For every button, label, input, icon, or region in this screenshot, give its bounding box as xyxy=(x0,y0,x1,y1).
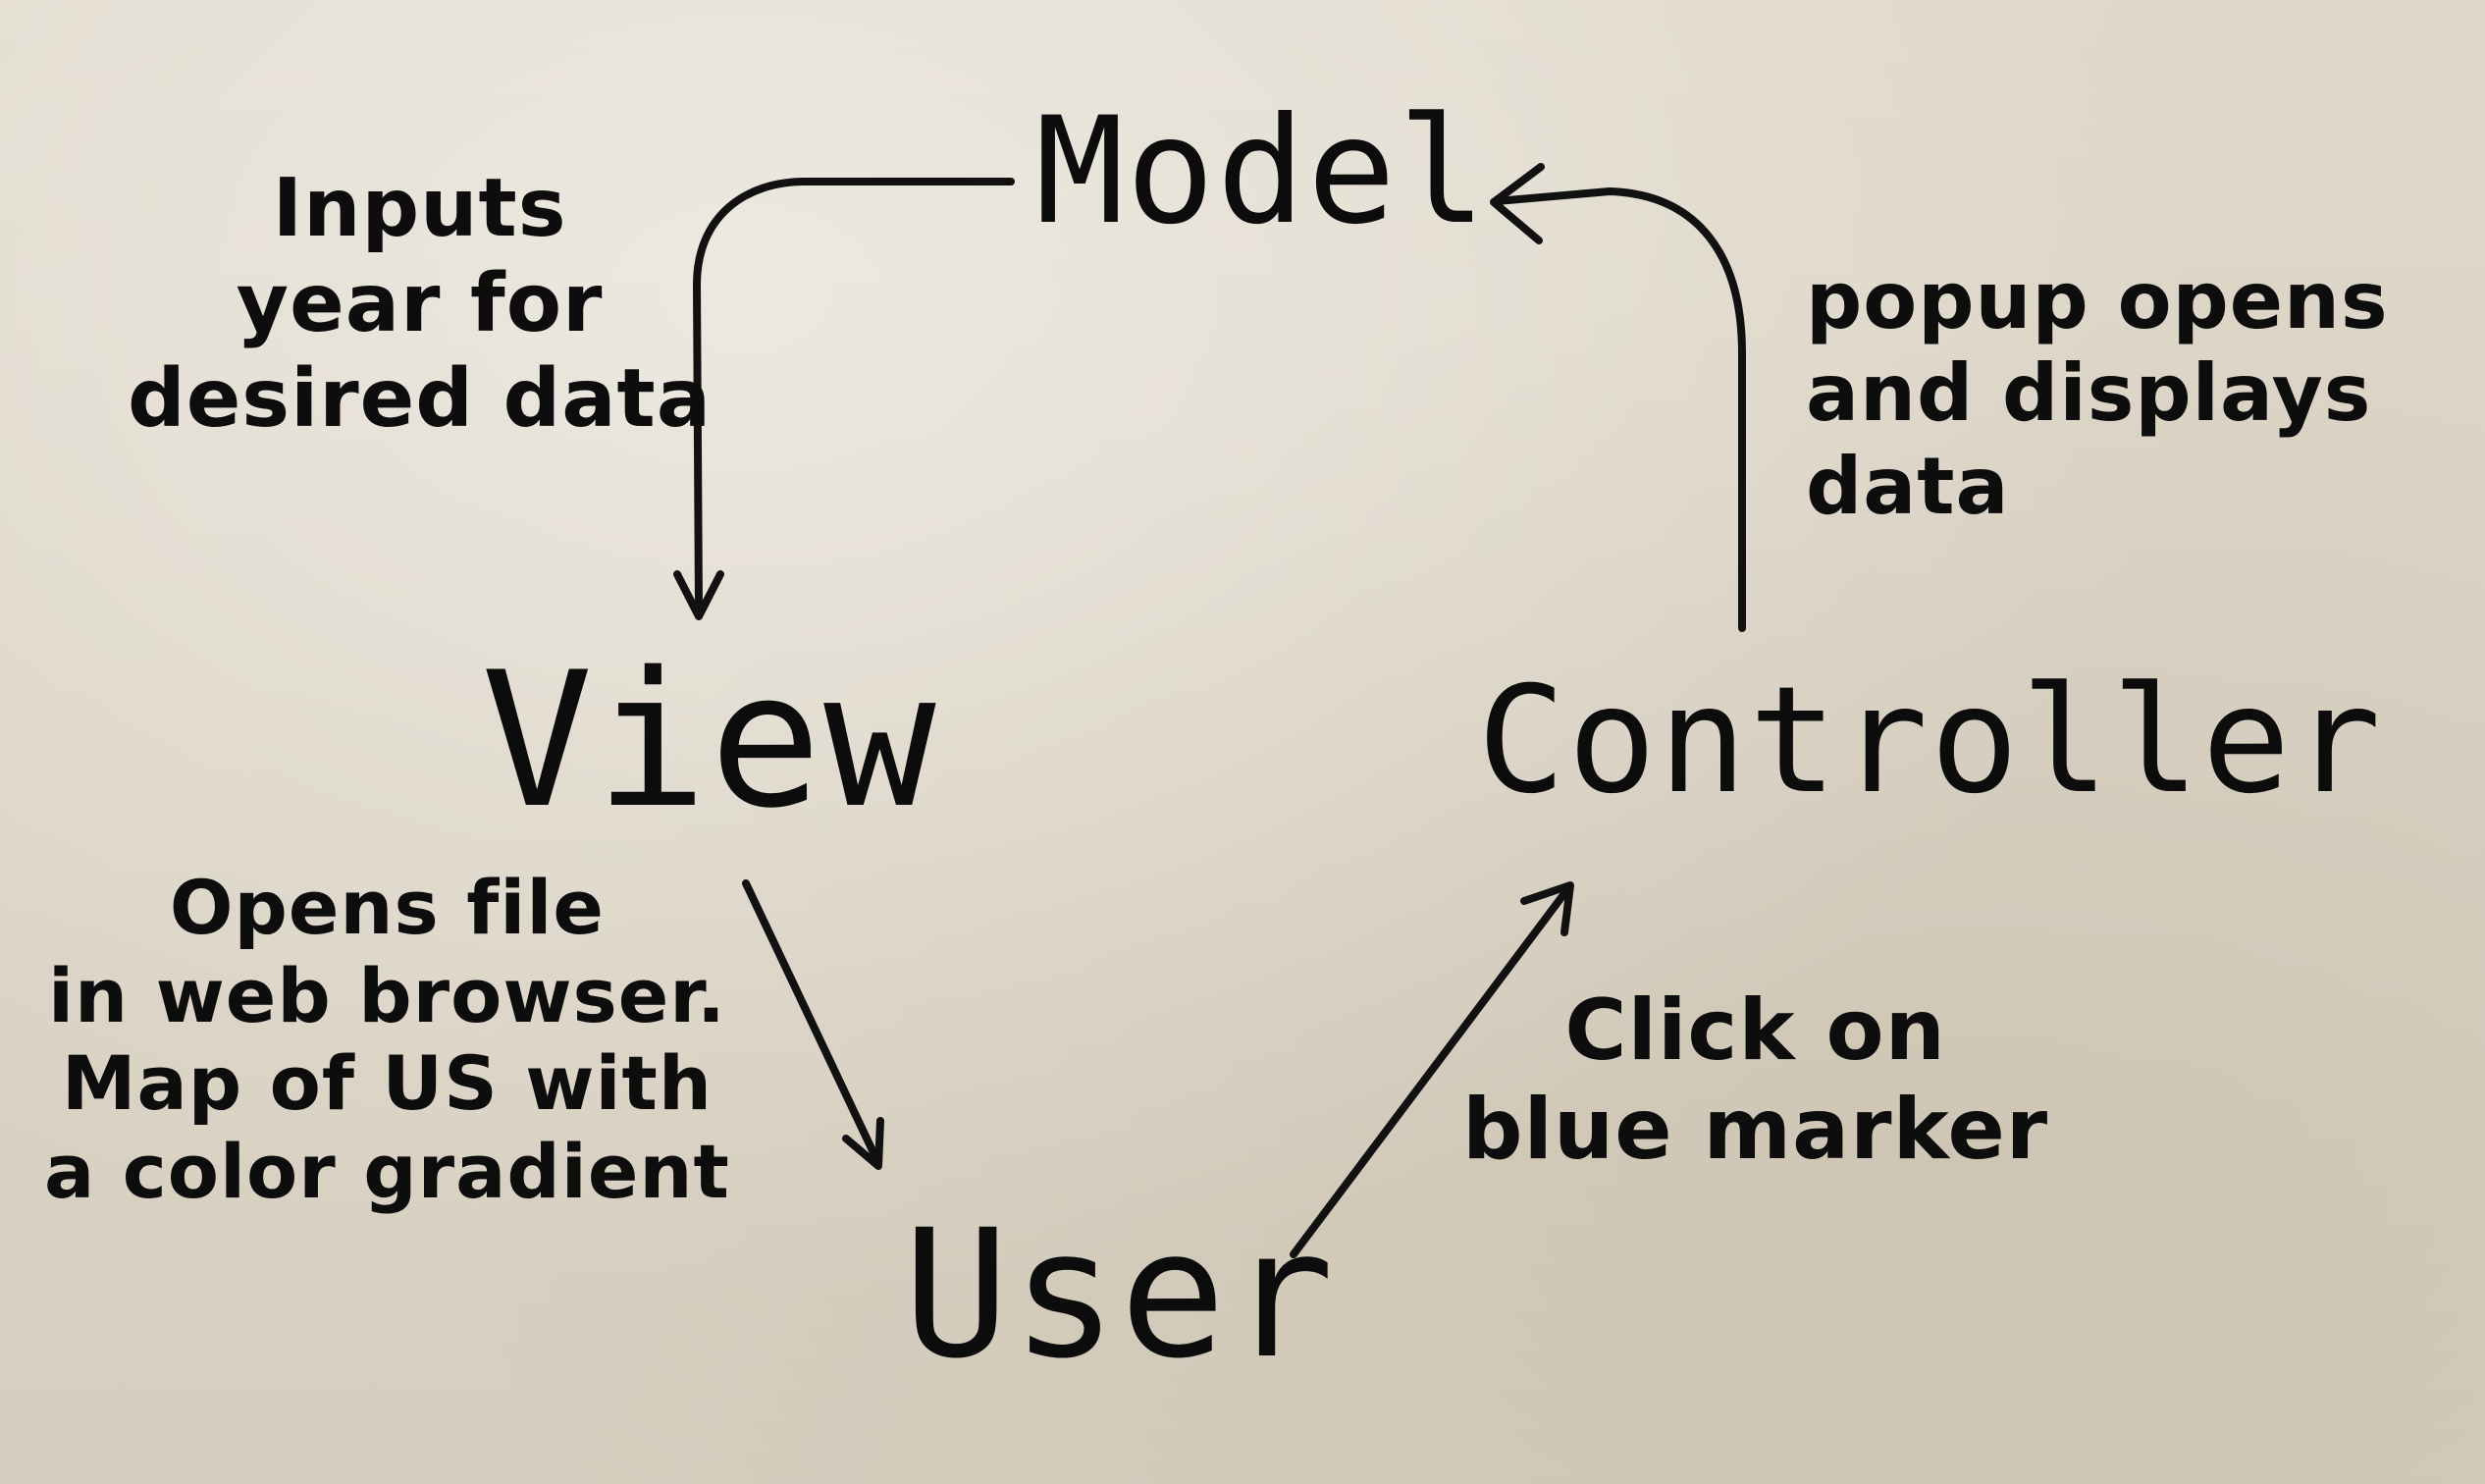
arrowhead-user-to-controller xyxy=(1520,881,1574,936)
arrow-controller-to-model xyxy=(1493,187,1746,632)
node-view: View xyxy=(481,632,938,849)
arrow-user-to-controller xyxy=(1290,884,1572,1258)
node-controller: Controller xyxy=(1477,656,2384,826)
label-line: and displays xyxy=(1806,347,2372,440)
label-line: Click on xyxy=(1564,981,1946,1080)
label-line: Map of US with xyxy=(61,1039,713,1128)
label-line: year for xyxy=(236,256,604,350)
arrow-view-to-user xyxy=(742,879,882,1167)
label-line: popup opens xyxy=(1806,255,2389,346)
label-line: desired data xyxy=(128,351,713,446)
label-line: data xyxy=(1806,440,2010,532)
arrowhead-view-to-user xyxy=(842,1117,884,1170)
label-line: a color gradient xyxy=(44,1128,730,1216)
label-model-to-view: Inputs year for desired data xyxy=(128,162,712,447)
node-user: User xyxy=(903,1192,1337,1398)
arrowhead-controller-to-model xyxy=(1490,163,1545,244)
node-model: Model xyxy=(1035,86,1489,257)
label-line: in web browser. xyxy=(47,951,726,1039)
label-controller-to-model: popup opens and displays data xyxy=(1806,255,2389,533)
label-line: Opens file xyxy=(169,864,605,951)
label-line: Inputs xyxy=(272,162,567,255)
label-user-to-controller: Click on blue marker xyxy=(1462,981,2048,1181)
label-view-to-user: Opens file in web browser. Map of US wit… xyxy=(44,864,730,1216)
label-line: blue marker xyxy=(1462,1081,2049,1180)
arrowhead-model-to-view xyxy=(673,570,724,620)
arrow-model-to-view xyxy=(693,178,1015,612)
